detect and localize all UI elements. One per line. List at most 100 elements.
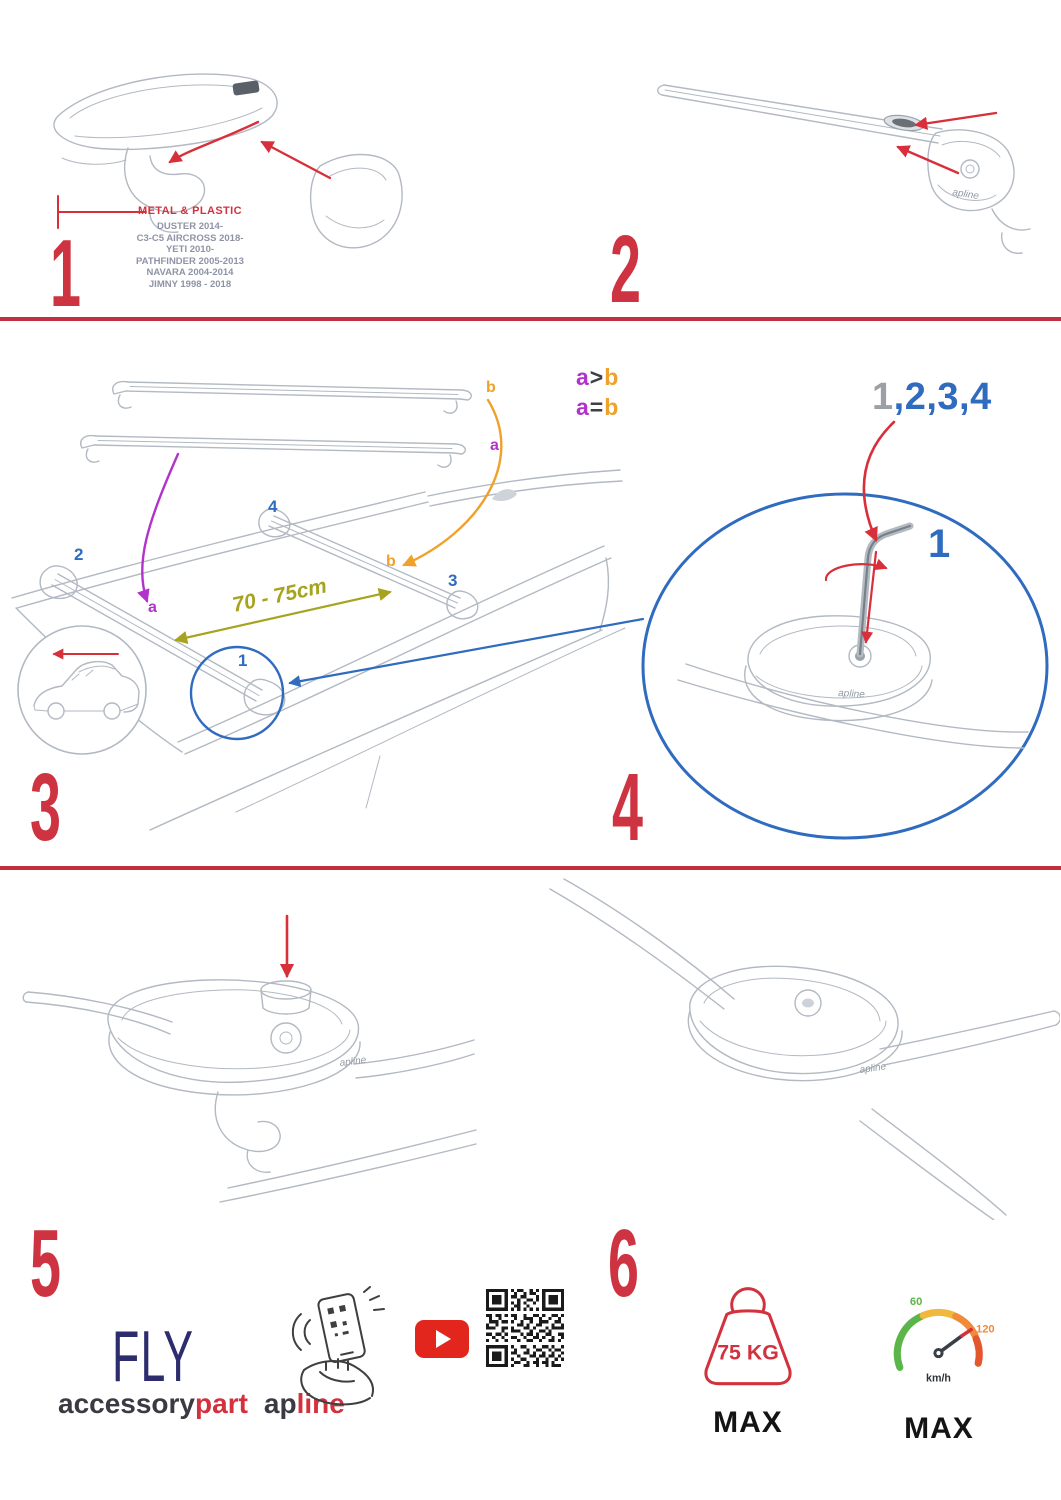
car-inset-circle <box>17 625 147 755</box>
rotation-arrow <box>824 558 888 582</box>
allen-key-sketch <box>856 522 914 658</box>
red-arrow <box>896 145 960 175</box>
speed-60-label: 60 <box>910 1296 922 1308</box>
orange-arrow <box>402 398 503 567</box>
weight-value: 75 KG <box>717 1340 779 1364</box>
zoom-circle <box>189 645 285 741</box>
clamp-detail-sketch: apline <box>677 615 1029 749</box>
youtube-icon <box>415 1320 469 1358</box>
antenna-fin <box>492 489 517 502</box>
compatibility-item: NAVARA 2004-2014 <box>146 267 234 278</box>
brand-accessory: accessory <box>58 1388 196 1419</box>
brand-text: apline <box>859 1061 887 1076</box>
roof-label-b: b <box>386 553 396 570</box>
zoom-ellipse <box>641 492 1049 840</box>
section-divider <box>0 866 1061 870</box>
weight-shape-icon <box>704 1287 792 1386</box>
rule-right: b <box>604 364 620 390</box>
rule-left: a <box>576 394 590 420</box>
front-crossbar-sketch <box>39 565 286 716</box>
step2-illustration: apline <box>657 84 1031 254</box>
roof-sketch <box>11 469 626 831</box>
brand-word-2: apline <box>264 1388 345 1420</box>
rule-right: b <box>604 394 620 420</box>
speed-max-label: MAX <box>904 1412 974 1445</box>
step6-illustration: apline <box>549 878 1060 1220</box>
compatibility-item: PATHFINDER 2005-2013 <box>136 255 244 267</box>
step2-number: 2 <box>610 216 641 323</box>
weight-limit-icon: 75 KG <box>704 1287 792 1386</box>
brand-text: apline <box>952 187 981 202</box>
section-divider <box>0 317 1061 321</box>
brand-ap: ap <box>263 1388 297 1419</box>
step5-number: 5 <box>30 1210 61 1317</box>
step4-illustration: apline <box>641 420 1049 840</box>
rule-left: a <box>576 364 590 390</box>
red-arrow <box>168 120 260 164</box>
step4-number: 4 <box>612 754 643 861</box>
compatibility-item: JIMNY 1998 - 2018 <box>148 278 232 290</box>
position-label-4: 4 <box>268 497 278 516</box>
speedometer-icon: 60 120 km/h <box>893 1296 995 1385</box>
rule-a-greater-b: a>b <box>576 364 619 391</box>
sequence-rest: ,2,3,4 <box>893 376 992 418</box>
qr-code <box>486 1289 564 1367</box>
bar-label-b: b <box>486 379 496 396</box>
rubber-pad-sketch <box>309 153 403 249</box>
position-label-2: 2 <box>74 545 83 564</box>
step5-illustration: apline <box>22 914 477 1203</box>
qr-scan-icon <box>291 1286 385 1406</box>
step6-number: 6 <box>608 1210 639 1317</box>
speedometer-needle-icon <box>933 1327 973 1359</box>
compatibility-list: DUSTER 2014- C3-C5 AIRCROSS 2018- YETI 2… <box>95 221 285 290</box>
material-label: METAL & PLASTIC <box>138 205 242 217</box>
hand-icon <box>300 1358 374 1406</box>
clamp-knob-sketch: apline <box>22 979 477 1203</box>
red-arrow <box>260 140 332 180</box>
bar-label-a: a <box>490 437 499 454</box>
brand-wordmark: accessorypart apline <box>58 1388 345 1420</box>
sparkle-icon <box>363 1286 385 1311</box>
weight-max-label: MAX <box>713 1406 783 1439</box>
speedometer-dial-icon <box>893 1308 983 1371</box>
signal-waves-icon <box>291 1313 311 1351</box>
speed-120-label: 120 <box>976 1324 995 1336</box>
step3-number: 3 <box>30 754 61 861</box>
compatibility-item: DUSTER 2014- <box>157 221 223 232</box>
rear-crossbar-sketch <box>258 508 479 620</box>
brand-part: part <box>195 1388 248 1419</box>
sequence-arrow <box>862 420 896 542</box>
step1-number: 1 <box>50 220 81 327</box>
rule-operator: = <box>589 394 605 420</box>
distance-arrow <box>174 588 392 644</box>
position-label-1: 1 <box>238 651 247 670</box>
brand-text: apline <box>339 1055 367 1069</box>
roof-label-a: a <box>148 599 157 616</box>
clamp-on-rail-sketch: apline <box>549 878 1060 1220</box>
crossbar-a-sketch <box>80 434 467 468</box>
qr-finder-pattern <box>486 1289 564 1367</box>
step1-illustration <box>53 73 403 249</box>
product-name: FLY <box>112 1317 195 1397</box>
distance-label: 70 - 75cm <box>230 574 328 616</box>
red-callout-line <box>57 195 147 229</box>
step3-illustration: b a 2 4 b 3 a 1 70 - 75cm <box>11 379 645 831</box>
position-callout-1: 1 <box>928 522 951 566</box>
purple-arrow <box>137 452 180 603</box>
speed-unit-label: km/h <box>926 1373 951 1385</box>
position-label-3: 3 <box>448 571 457 590</box>
qr-modules <box>486 1289 564 1367</box>
play-triangle-icon <box>436 1330 451 1348</box>
compatibility-item: C3-C5 AIRCROSS 2018- <box>136 232 244 244</box>
zoom-pointer-line <box>288 617 645 688</box>
red-arrow <box>914 111 998 130</box>
sequence-first: 1 <box>872 376 894 418</box>
brand-text: apline <box>838 688 866 700</box>
clamp-cover-sketch <box>53 73 278 233</box>
crossbar-end-sketch: apline <box>657 84 1031 254</box>
rule-a-equal-b: a=b <box>576 394 619 421</box>
rule-operator: > <box>589 364 605 390</box>
tightening-sequence: 1,2,3,4 <box>872 376 992 419</box>
compatibility-item: YETI 2010- <box>165 244 215 255</box>
phone-icon <box>317 1293 366 1363</box>
